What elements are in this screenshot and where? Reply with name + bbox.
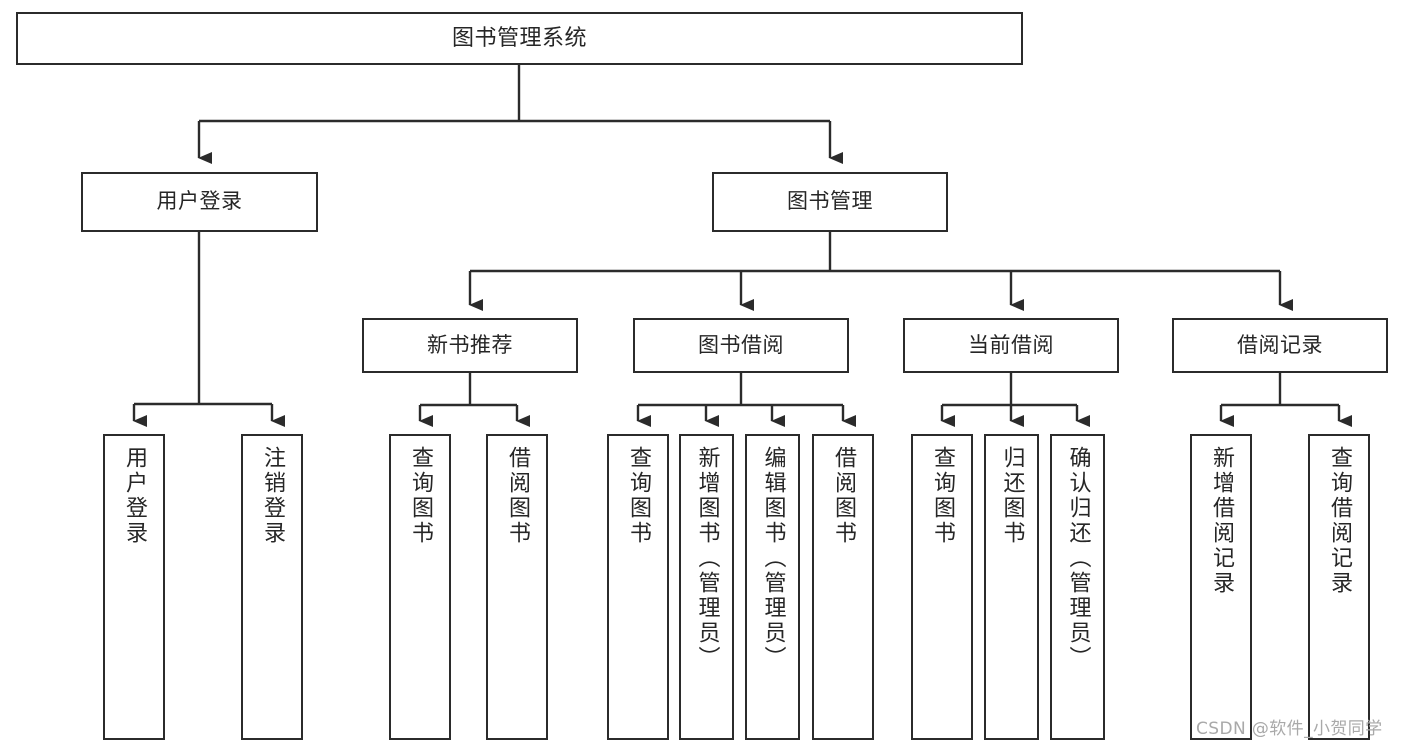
node-leaf-confirm-return-label: 确认归还（管理员） bbox=[1065, 446, 1091, 671]
node-new-book-rec[interactable]: 新书推荐 bbox=[362, 318, 578, 373]
node-book-borrow[interactable]: 图书借阅 bbox=[633, 318, 849, 373]
node-leaf-query-book-1[interactable]: 查询图书 bbox=[389, 434, 451, 740]
node-user-login-label: 用户登录 bbox=[156, 189, 243, 214]
node-root-label: 图书管理系统 bbox=[451, 25, 587, 51]
node-leaf-borrow-book-1-label: 借阅图书 bbox=[505, 446, 530, 546]
node-leaf-query-book-3[interactable]: 查询图书 bbox=[911, 434, 973, 740]
node-current-borrow[interactable]: 当前借阅 bbox=[903, 318, 1119, 373]
node-leaf-return-book-label: 归还图书 bbox=[999, 446, 1025, 546]
csdn-watermark: CSDN @软件_小贺同学 bbox=[1196, 719, 1383, 739]
node-leaf-borrow-book-2-label: 借阅图书 bbox=[831, 446, 856, 546]
node-book-borrow-label: 图书借阅 bbox=[698, 332, 784, 357]
node-leaf-user-logout-label: 注销登录 bbox=[260, 446, 285, 546]
node-leaf-edit-book-label: 编辑图书（管理员） bbox=[760, 446, 786, 671]
node-leaf-borrow-book-2[interactable]: 借阅图书 bbox=[812, 434, 874, 740]
node-book-manage[interactable]: 图书管理 bbox=[712, 172, 948, 232]
node-leaf-query-book-2[interactable]: 查询图书 bbox=[607, 434, 669, 740]
node-new-book-rec-label: 新书推荐 bbox=[427, 332, 513, 357]
node-leaf-user-login-label: 用户登录 bbox=[122, 446, 147, 546]
node-leaf-borrow-book-1[interactable]: 借阅图书 bbox=[486, 434, 548, 740]
node-root[interactable]: 图书管理系统 bbox=[16, 12, 1023, 65]
node-current-borrow-label: 当前借阅 bbox=[968, 332, 1054, 357]
node-user-login[interactable]: 用户登录 bbox=[81, 172, 318, 232]
node-leaf-add-record[interactable]: 新增借阅记录 bbox=[1190, 434, 1252, 740]
node-leaf-user-login[interactable]: 用户登录 bbox=[103, 434, 165, 740]
node-leaf-query-record[interactable]: 查询借阅记录 bbox=[1308, 434, 1370, 740]
node-leaf-confirm-return[interactable]: 确认归还（管理员） bbox=[1050, 434, 1105, 740]
node-leaf-query-book-1-label: 查询图书 bbox=[408, 446, 433, 546]
node-borrow-record-label: 借阅记录 bbox=[1237, 332, 1323, 357]
node-leaf-user-logout[interactable]: 注销登录 bbox=[241, 434, 303, 740]
node-leaf-add-book-label: 新增图书（管理员） bbox=[694, 446, 720, 671]
node-borrow-record[interactable]: 借阅记录 bbox=[1172, 318, 1388, 373]
node-leaf-query-record-label: 查询借阅记录 bbox=[1327, 446, 1352, 596]
node-book-manage-label: 图书管理 bbox=[787, 189, 873, 214]
node-leaf-query-book-3-label: 查询图书 bbox=[930, 446, 955, 546]
node-leaf-edit-book[interactable]: 编辑图书（管理员） bbox=[745, 434, 800, 740]
node-leaf-add-record-label: 新增借阅记录 bbox=[1209, 446, 1234, 596]
node-leaf-add-book[interactable]: 新增图书（管理员） bbox=[679, 434, 734, 740]
node-leaf-query-book-2-label: 查询图书 bbox=[626, 446, 651, 546]
node-leaf-return-book[interactable]: 归还图书 bbox=[984, 434, 1039, 740]
